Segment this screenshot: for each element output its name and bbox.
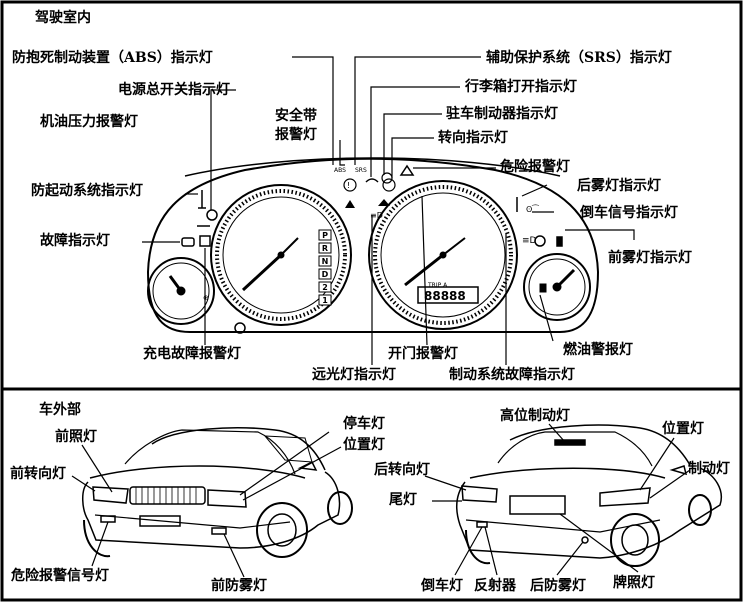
label-fuel-warning: 燃油警报灯: [563, 342, 633, 358]
label-rear-position-light: 位置灯: [662, 421, 704, 437]
label-license-plate-light: 牌照灯: [613, 575, 655, 591]
svg-text:≡D: ≡D: [370, 211, 383, 220]
label-charge-fault-warning: 充电故障报警灯: [143, 346, 241, 362]
label-reverse-signal-indicator: 倒车信号指示灯: [580, 205, 678, 221]
trip-readout: TRIP A: [427, 282, 448, 289]
abs-icon: ABS: [334, 167, 346, 174]
gear-d: D: [322, 270, 329, 279]
label-srs-indicator: 辅助保护系统（SRS）指示灯: [486, 50, 672, 66]
svg-text:!: !: [347, 181, 350, 190]
gear-indicator: [318, 229, 332, 306]
label-brake-system-fault-indicator: 制动系统故障指示灯: [449, 367, 575, 383]
svg-text:⊕: ⊕: [203, 294, 209, 302]
label-reflector: 反射器: [474, 578, 516, 594]
label-headlight: 前照灯: [55, 429, 97, 445]
gear-r: R: [322, 244, 328, 253]
right-lamp-column: ʘ⁀ ≡D: [516, 197, 563, 247]
top-indicator-strip: ABS SRS ! ≡D: [334, 164, 415, 220]
label-rear-fog-light: 后防雾灯: [530, 578, 586, 594]
right-gauge: [523, 253, 591, 321]
gear-1: 1: [322, 296, 328, 305]
top-leader-lines: [142, 56, 635, 365]
label-immobilizer-indicator: 防起动系统指示灯: [31, 183, 143, 199]
label-high-beam-indicator: 远光灯指示灯: [312, 367, 396, 383]
label-hazard-warning: 危险报警灯: [500, 159, 570, 175]
left-gauge: ⊕: [147, 257, 215, 325]
label-front-turn-signal: 前转向灯: [10, 466, 66, 482]
bottom-leader-lines: [71, 423, 691, 578]
odometer-readout: 88888: [424, 289, 466, 303]
label-oil-pressure-warning: 机油压力报警灯: [40, 114, 138, 130]
svg-text:≡D: ≡D: [522, 236, 537, 246]
interior-heading: 驾驶室内: [35, 10, 91, 26]
label-seatbelt-warning-2: 报警灯: [275, 127, 317, 143]
label-high-brake-light: 高位制动灯: [500, 408, 570, 424]
label-fault-indicator: 故障指示灯: [40, 233, 110, 249]
label-parking-brake-indicator: 驻车制动器指示灯: [446, 106, 558, 122]
front-car: [82, 427, 353, 558]
label-hazard-signal-light: 危险报警信号灯: [11, 568, 109, 584]
label-rear-turn-signal: 后转向灯: [374, 462, 430, 478]
label-front-fog-indicator: 前雾灯指示灯: [608, 250, 692, 266]
label-reverse-light: 倒车灯: [421, 578, 463, 594]
label-tail-light: 尾灯: [389, 492, 417, 508]
svg-text:ʘ⁀: ʘ⁀: [526, 204, 539, 214]
label-trunk-open-indicator: 行李箱打开指示灯: [465, 79, 577, 95]
exterior-heading: 车外部: [39, 402, 81, 418]
label-brake-light: 制动灯: [688, 461, 730, 477]
gear-2: 2: [322, 283, 328, 292]
speedometer: [368, 180, 518, 330]
srs-icon: SRS: [355, 167, 367, 174]
label-abs-indicator: 防抱死制动装置（ABS）指示灯: [12, 50, 213, 66]
rear-car: [455, 424, 722, 567]
label-parking-light: 停车灯: [343, 416, 385, 432]
label-door-open-warning: 开门报警灯: [388, 346, 458, 362]
label-rear-fog-indicator: 后雾灯指示灯: [577, 178, 661, 194]
label-power-switch-indicator: 电源总开关指示灯: [118, 82, 230, 98]
left-lamp-column: [181, 190, 218, 247]
instrument-cluster: [146, 157, 600, 333]
label-front-fog-light: 前防雾灯: [211, 578, 267, 594]
reset-knob: [234, 322, 246, 334]
label-seatbelt-warning-1: 安全带: [275, 108, 317, 124]
tachometer: [210, 184, 352, 326]
gear-p: P: [322, 231, 328, 240]
gear-n: N: [322, 257, 329, 266]
label-turn-indicator: 转向指示灯: [438, 130, 508, 146]
label-front-position-light: 位置灯: [343, 437, 385, 453]
